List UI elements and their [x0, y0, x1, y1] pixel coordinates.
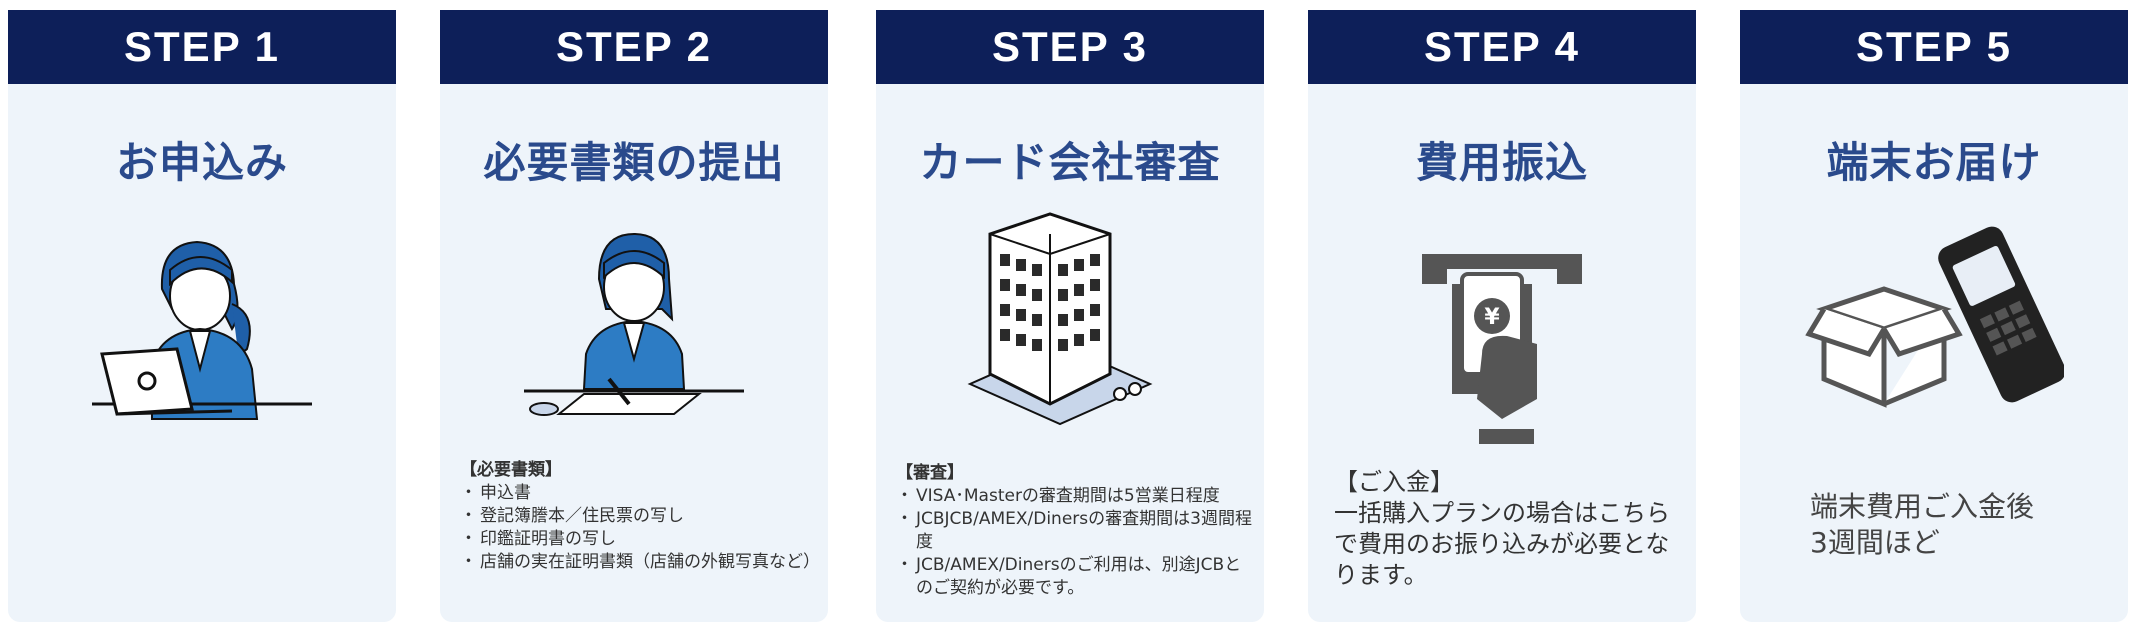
- svg-text:¥: ¥: [1484, 305, 1500, 330]
- woman-signing-icon: [524, 232, 744, 416]
- list-item: 店舗の実在証明書類（店舗の外観写真など）: [460, 551, 820, 574]
- step-4-card: STEP 4 費用振込 ¥ 【ご入金】 一括購入プランの場合はこちらで費用のお振…: [1308, 10, 1696, 622]
- box-terminal-icon: [1805, 226, 2064, 408]
- list-item: JCB/AMEX/Dinersのご利用は、別途JCBとのご契約が必要です。: [896, 554, 1254, 600]
- step-5-card: STEP 5 端末お届け 端末費用ご入: [1740, 10, 2128, 622]
- list-item: 印鑑証明書の写し: [460, 528, 818, 551]
- office-building-icon: [967, 212, 1153, 426]
- step-2-header: STEP 2: [440, 10, 828, 84]
- step-1-header: STEP 1: [8, 10, 396, 84]
- payment-heading: 【ご入金】: [1334, 468, 1454, 496]
- list-item: 申込書: [460, 482, 818, 505]
- step-2-title: 必要書類の提出: [483, 138, 785, 187]
- step-1-title: お申込み: [115, 138, 288, 187]
- step-3-title: カード会社審査: [919, 138, 1221, 187]
- step-4-header: STEP 4: [1308, 10, 1696, 84]
- step-4-body: 費用振込 ¥ 【ご入金】 一括購入プランの場合はこちらで費用のお振り込みが必要と…: [1308, 84, 1696, 622]
- step-1-body: お申込み: [8, 84, 396, 622]
- step-5-title: 端末お届け: [1826, 138, 2042, 187]
- step-5-body: 端末お届け 端末費用ご入金後 3週間ほど: [1740, 84, 2128, 622]
- step-5-header: STEP 5: [1740, 10, 2128, 84]
- list-item: VISA･Masterの審査期間は5営業日程度: [896, 485, 1254, 508]
- list-item: 登記簿謄本／住民票の写し: [460, 505, 818, 528]
- step-3-body: カード会社審査: [876, 84, 1264, 622]
- list-item: JCBJCB/AMEX/Dinersの審査期間は3週間程度: [896, 508, 1254, 554]
- step-4-title: 費用振込: [1415, 138, 1588, 187]
- woman-laptop-icon: [92, 240, 312, 420]
- delivery-note: 端末費用ご入金後 3週間ほど: [1810, 490, 2035, 559]
- required-documents: 【必要書類】 申込書 登記簿謄本／住民票の写し 印鑑証明書の写し 店舗の実在証明…: [460, 459, 820, 574]
- review-notes: 【審査】 VISA･Masterの審査期間は5営業日程度 JCBJCB/AMEX…: [896, 462, 1254, 600]
- payment-note: 【ご入金】 一括購入プランの場合はこちらで費用のお振り込みが必要となります。: [1334, 467, 1676, 591]
- review-heading: 【審査】: [896, 463, 964, 483]
- atm-yen-icon: ¥: [1422, 254, 1582, 444]
- step-2-card: STEP 2 必要書類の提出 【必要書類】 申込書 登記簿謄本／住民票の写し 印…: [440, 10, 828, 622]
- documents-heading: 【必要書類】: [460, 460, 562, 480]
- payment-text: 一括購入プランの場合はこちらで費用のお振り込みが必要となります。: [1334, 499, 1670, 589]
- step-3-card: STEP 3 カード会社審査: [876, 10, 1264, 622]
- step-2-body: 必要書類の提出 【必要書類】 申込書 登記簿謄本／住民票の写し 印鑑証明書の写し…: [440, 84, 828, 622]
- step-1-card: STEP 1 お申込み: [8, 10, 396, 622]
- step-3-header: STEP 3: [876, 10, 1264, 84]
